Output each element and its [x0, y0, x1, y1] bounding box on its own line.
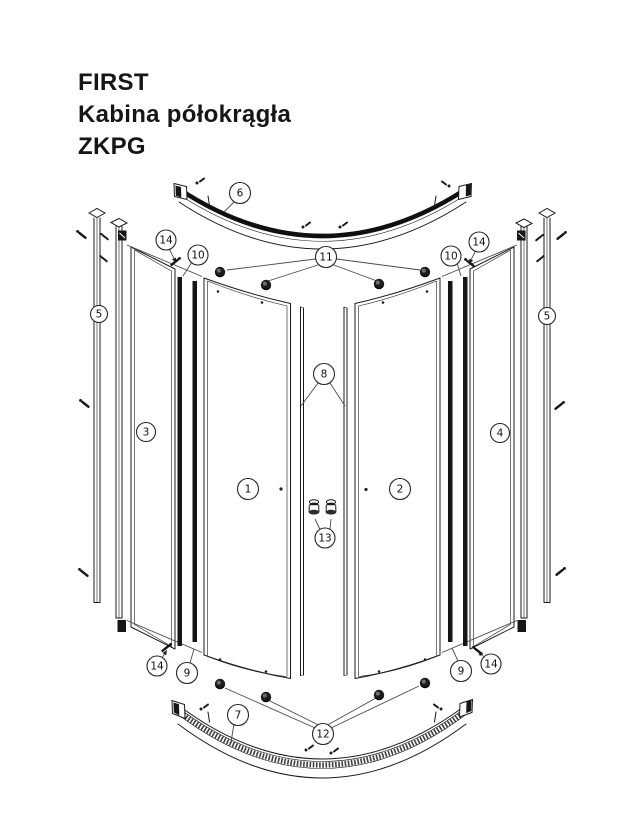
product-type: Kabina półokrągła [78, 101, 292, 128]
fixing-screws [161, 255, 483, 655]
panel-profile-right [514, 218, 546, 632]
svg-text:4: 4 [497, 428, 504, 440]
handle-knobs [308, 499, 337, 515]
svg-text:14: 14 [472, 237, 486, 249]
callout-14-bottom-left: 14 [146, 655, 168, 677]
callout-9-left: 9 [175, 661, 199, 685]
svg-text:14: 14 [484, 659, 498, 671]
svg-text:12: 12 [316, 729, 329, 741]
callout-9-right: 9 [449, 659, 473, 683]
product-name: FIRST [78, 69, 149, 96]
side-panel-left [130, 246, 176, 650]
callout-14-bottom-right: 14 [480, 653, 502, 675]
callout-1: 1 [236, 477, 260, 501]
svg-text:7: 7 [235, 710, 242, 722]
handle-hole-left [279, 487, 283, 491]
svg-text:5: 5 [544, 311, 551, 323]
svg-text:9: 9 [184, 668, 191, 680]
callout-8: 8 [312, 362, 336, 386]
top-rail [173, 177, 473, 250]
side-panel-right [469, 246, 515, 650]
callout-14-top-right: 14 [468, 231, 490, 253]
callout-13: 13 [314, 527, 336, 549]
handle-hole-right [364, 487, 368, 492]
svg-text:14: 14 [159, 235, 173, 247]
title-block: FIRST Kabina półokrągła ZKPG [78, 67, 291, 163]
callout-10-left: 10 [187, 244, 209, 266]
model-code: ZKPG [78, 133, 146, 160]
assembly-guide-lines [126, 244, 518, 653]
seal-strips-left [177, 277, 197, 646]
callout-10-right: 10 [440, 245, 462, 267]
wall-anchor-screws-left [74, 228, 90, 577]
svg-text:14: 14 [150, 661, 164, 673]
bottom-rollers [214, 677, 431, 703]
callout-11: 11 [314, 245, 338, 269]
wall-anchor-screws-right [554, 229, 569, 576]
callout-2: 2 [388, 477, 412, 501]
svg-text:13: 13 [318, 533, 331, 545]
callout-6: 6 [228, 181, 252, 205]
wall-profile-right [537, 207, 569, 603]
door-left [203, 277, 304, 679]
callout-14-top-left: 14 [155, 229, 177, 251]
wall-profile-left [74, 207, 107, 603]
door-seal-strip-left [300, 306, 304, 676]
svg-text:1: 1 [245, 484, 252, 496]
leader-lines [161, 200, 485, 743]
svg-text:10: 10 [444, 251, 457, 263]
panel-profile-left [98, 217, 129, 632]
callout-5-left: 5 [89, 304, 109, 324]
callout-7: 7 [226, 703, 250, 727]
svg-text:11: 11 [319, 252, 332, 264]
svg-text:9: 9 [458, 666, 465, 678]
door-seal-strip-right [343, 306, 348, 676]
svg-text:3: 3 [143, 427, 150, 439]
seal-strips-right [448, 277, 468, 646]
door-right [343, 277, 441, 679]
svg-text:8: 8 [321, 369, 328, 381]
svg-text:10: 10 [191, 250, 204, 262]
svg-text:2: 2 [397, 484, 404, 496]
bottom-rail [171, 698, 474, 779]
top-rollers [214, 266, 431, 291]
svg-text:5: 5 [96, 309, 103, 321]
callout-3: 3 [135, 421, 157, 443]
callout-12: 12 [311, 722, 335, 746]
svg-text:6: 6 [237, 188, 244, 200]
callout-5-right: 5 [537, 306, 557, 326]
callout-4: 4 [489, 422, 511, 444]
